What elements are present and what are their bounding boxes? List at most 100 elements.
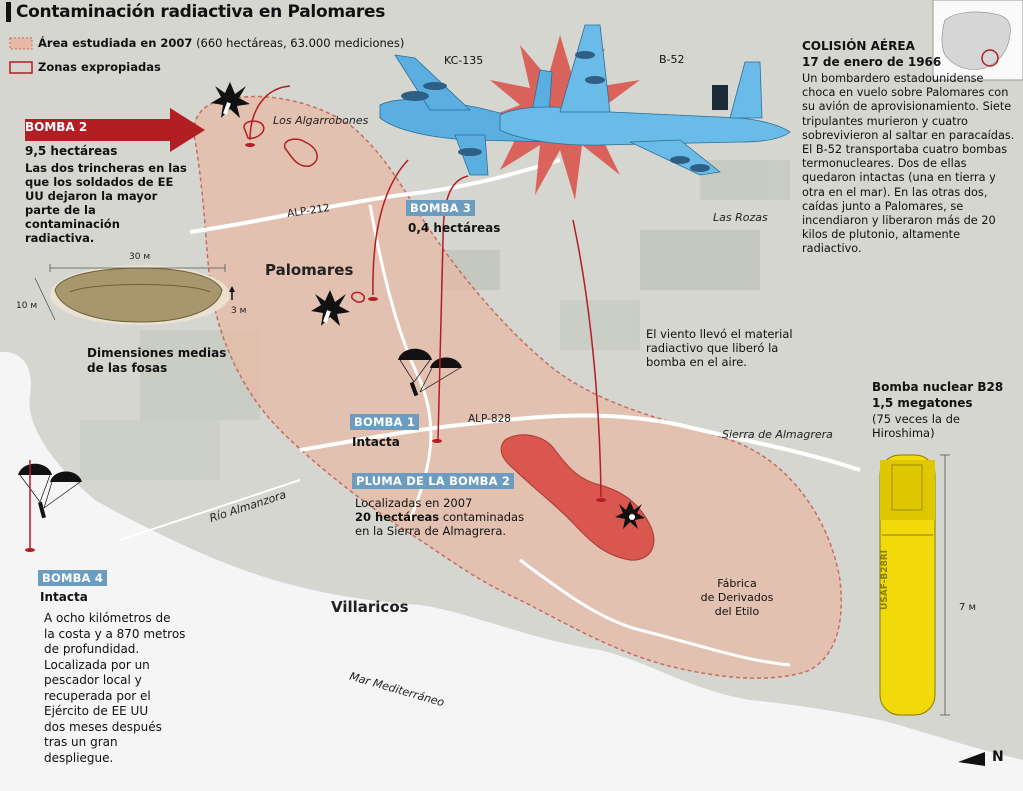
parachute-bomb4 — [18, 463, 82, 519]
page-title: Contaminación radiactiva en Palomares — [6, 2, 385, 22]
expropiated-zone-2 — [283, 138, 318, 167]
b28-heading: Bomba nuclear B28 — [872, 380, 1004, 394]
expropiated-zone-3 — [351, 291, 366, 303]
b28-length: 7 м — [959, 602, 977, 613]
bomb2-desc-line: UU dejaron la mayor — [25, 189, 158, 203]
collision-line: incendiaron y liberaron más de 20 — [802, 214, 996, 228]
collision-line: termonucleares. Dos de ellas — [802, 157, 967, 171]
collision-line: otra en el mar). En las otras dos, — [802, 185, 988, 199]
road-coast — [519, 558, 791, 667]
plume-description: Localizadas en 2007 20 hectáreas contami… — [355, 496, 524, 538]
bomb4-desc-line: Ejército de EE UU — [44, 704, 149, 718]
trench-depth: 10 м — [16, 301, 38, 311]
b28-compare-line: (75 veces la de — [872, 412, 960, 426]
collision-line: tripulantes murieron y cuatro — [802, 114, 968, 128]
bomb2-desc-line: que los soldados de EE — [25, 175, 174, 189]
bomb1-tag: BOMBA 1 — [350, 414, 420, 430]
plume-area: 20 hectáreas — [355, 510, 440, 524]
collision-line: caídas junto a Palomares, se — [802, 199, 964, 213]
bomb2-pointer-arrow — [25, 108, 205, 152]
fabrica-line: de Derivados — [700, 591, 774, 604]
spain-inset-map — [932, 0, 1023, 81]
bomb4-desc-line: despliegue. — [44, 750, 114, 765]
plume-tag: PLUMA DE LA BOMBA 2 — [352, 473, 515, 489]
bomb4-desc-line: recuperada por el — [44, 688, 151, 703]
bomb3-tag: BOMBA 3 — [406, 200, 476, 216]
place-las-rozas: Las Rozas — [713, 211, 768, 224]
collision-heading: COLISIÓN AÉREA — [802, 39, 915, 53]
bomb2-tag: BOMBA 2 — [25, 120, 88, 134]
plume-line-rest: contaminadas — [442, 510, 525, 524]
wind-line: radiactivo que liberó la — [646, 341, 779, 355]
trajectory-endpoints — [25, 143, 606, 552]
bomb4-desc-line: la costa y a 870 metros — [44, 626, 186, 641]
wind-note: El viento llevó el material radiactivo q… — [646, 327, 793, 369]
parachute-bomb1 — [398, 348, 462, 397]
wind-line: bomba en el aire. — [646, 355, 747, 369]
collision-line: sobrevivieron al saltar en paracaídas. — [802, 128, 1015, 142]
fabrica-line: Fábrica — [717, 577, 757, 590]
bomb4-desc-line: Localizada por un — [44, 657, 150, 672]
bomb2-desc-line: contaminación — [25, 217, 120, 231]
plume-line: Localizadas en 2007 — [355, 496, 473, 510]
trench-label-line: Dimensiones medias — [87, 346, 227, 360]
place-fabrica: Fábrica de Derivados del Etilo — [697, 577, 777, 619]
study-area — [193, 95, 842, 679]
collision-line: choca en vuelo sobre Palomares con — [802, 86, 1009, 100]
collision-line: su avión de aprovisionamiento. Siete — [802, 100, 1012, 114]
bomb-trajectories — [29, 85, 602, 548]
bomb4-description: A ocho kilómetros de la costa y a 870 me… — [44, 611, 185, 766]
trench-height: 3 м — [231, 306, 247, 316]
legend-study-bold: Área estudiada en 2007 — [38, 36, 193, 50]
bomb2-desc-line: Las dos trincheras en las — [25, 161, 187, 175]
trench-width: 30 м — [129, 252, 151, 262]
place-los-algarrobones: Los Algarrobones — [273, 114, 369, 127]
bomb2-desc-line: parte de la — [25, 203, 96, 217]
collision-line: kilos de plutonio, altamente — [802, 228, 961, 242]
bomb3-area: 0,4 hectáreas — [408, 221, 501, 235]
b28-compare-line: Hiroshima) — [872, 426, 935, 440]
collision-line: El B-52 transportaba cuatro bombas — [802, 143, 1008, 157]
place-villaricos: Villaricos — [331, 598, 409, 616]
collision-line: Un bombardero estadounidense — [802, 72, 984, 85]
place-sierra-almagrera: Sierra de Almagrera — [722, 428, 833, 441]
b28-yield: 1,5 megatones — [872, 396, 973, 410]
north-label: N — [992, 749, 1004, 765]
trench-label-line: de las fosas — [87, 361, 168, 375]
wind-line: El viento llevó el material — [646, 327, 793, 341]
bomb2-plume — [500, 434, 655, 561]
bomb2-description: Las dos trincheras en las que los soldad… — [25, 161, 195, 245]
bomb4-desc-line: pescador local y — [44, 673, 142, 687]
bomb2-desc-line: radiactiva. — [25, 231, 95, 245]
bomb2-area: 9,5 hectáreas — [25, 144, 118, 158]
plume-line: en la Sierra de Almagrera. — [355, 524, 507, 538]
plane-label-kc135: KC-135 — [444, 54, 484, 67]
legend-swatch-study — [9, 37, 33, 50]
road-label-alp828: ALP-828 — [468, 413, 511, 425]
sea — [0, 351, 1023, 791]
collision-line: radiactivo. — [802, 242, 862, 256]
bomb4-desc-line: dos meses después — [44, 719, 162, 734]
bomb4-desc-line: tras un gran — [44, 735, 118, 749]
road-alp212 — [189, 158, 561, 234]
trench-label: Dimensiones medias de las fosas — [87, 346, 226, 376]
collision-body: Un bombardero estadounidense choca en vu… — [802, 72, 1017, 257]
bomb4-status: Intacta — [40, 590, 88, 604]
expropiated-zone-1 — [243, 120, 265, 139]
collision-line: quedaron intactas (una en tierra y — [802, 171, 996, 185]
trench-illustration — [34, 264, 235, 325]
explosion-bomb3 — [311, 290, 350, 326]
road-rio — [119, 479, 301, 541]
plane-label-b52: B-52 — [659, 53, 685, 66]
bomb4-tag: BOMBA 4 — [38, 570, 108, 586]
b28-compare: (75 veces la de Hiroshima) — [872, 412, 960, 440]
b28-marking: USAF-B28RI — [880, 549, 890, 610]
bomb4-desc-line: A ocho kilómetros de — [44, 611, 171, 625]
b52-plane — [499, 24, 791, 176]
plume-line: 20 hectáreas contaminadas — [355, 510, 524, 524]
explosion-plume — [615, 501, 645, 529]
road-alp828 — [299, 413, 861, 472]
legend-expropiated: Zonas expropiadas — [38, 60, 161, 74]
legend-study-rest: (660 hectáreas, 63.000 mediciones) — [196, 36, 405, 50]
